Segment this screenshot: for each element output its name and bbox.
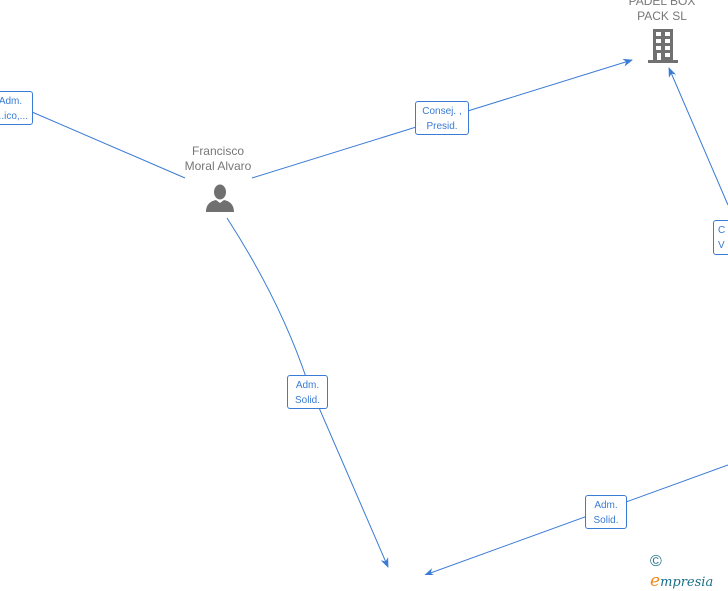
relationship-edges <box>31 58 728 575</box>
edge-label-right-partial[interactable]: C V <box>713 220 728 255</box>
person-name[interactable]: Francisco Moral Alvaro <box>168 144 268 174</box>
empresia-logo: © empresia <box>650 553 728 591</box>
building-icon[interactable] <box>647 29 679 63</box>
edge-bottom-right <box>424 464 728 575</box>
edge-label-adm-solid-bottom[interactable]: Adm. Solid. <box>585 495 627 529</box>
edge-left <box>31 111 186 179</box>
edge-label-left[interactable]: Adm. ...ico,... <box>0 91 33 125</box>
edge-label-adm-solid-down[interactable]: Adm. Solid. <box>287 375 328 409</box>
brand-rest: mpresia <box>660 575 714 590</box>
company-name-line2: PACK SL <box>637 9 687 23</box>
edge-label-consej-presid[interactable]: Consej. , Presid. <box>415 101 469 135</box>
edge-down <box>226 217 389 568</box>
edge-label-line2: V <box>718 240 725 251</box>
person-name-line1: Francisco <box>191 144 244 158</box>
edge-label-left-line1: Adm. <box>0 96 23 107</box>
edge-label-line2: Presid. <box>426 121 458 132</box>
company-name[interactable]: PADEL BOX PACK SL <box>612 0 712 24</box>
company-name-line1: PADEL BOX <box>628 0 696 8</box>
edge-label-line1: Consej. , <box>422 106 462 117</box>
edge-label-line1: Adm. <box>295 380 320 391</box>
person-icon[interactable] <box>205 184 235 212</box>
edge-label-left-line2: ...ico,... <box>0 111 28 122</box>
edge-right-to-company <box>668 67 728 206</box>
edge-label-line1: C <box>718 225 726 236</box>
brand-e: e <box>650 571 661 591</box>
edge-label-line2: Solid. <box>294 395 320 406</box>
copyright-icon: © <box>650 553 662 570</box>
edge-label-line1: Adm. <box>594 500 618 511</box>
person-name-line2: Moral Alvaro <box>184 159 252 173</box>
edge-label-line2: Solid. <box>593 515 619 526</box>
